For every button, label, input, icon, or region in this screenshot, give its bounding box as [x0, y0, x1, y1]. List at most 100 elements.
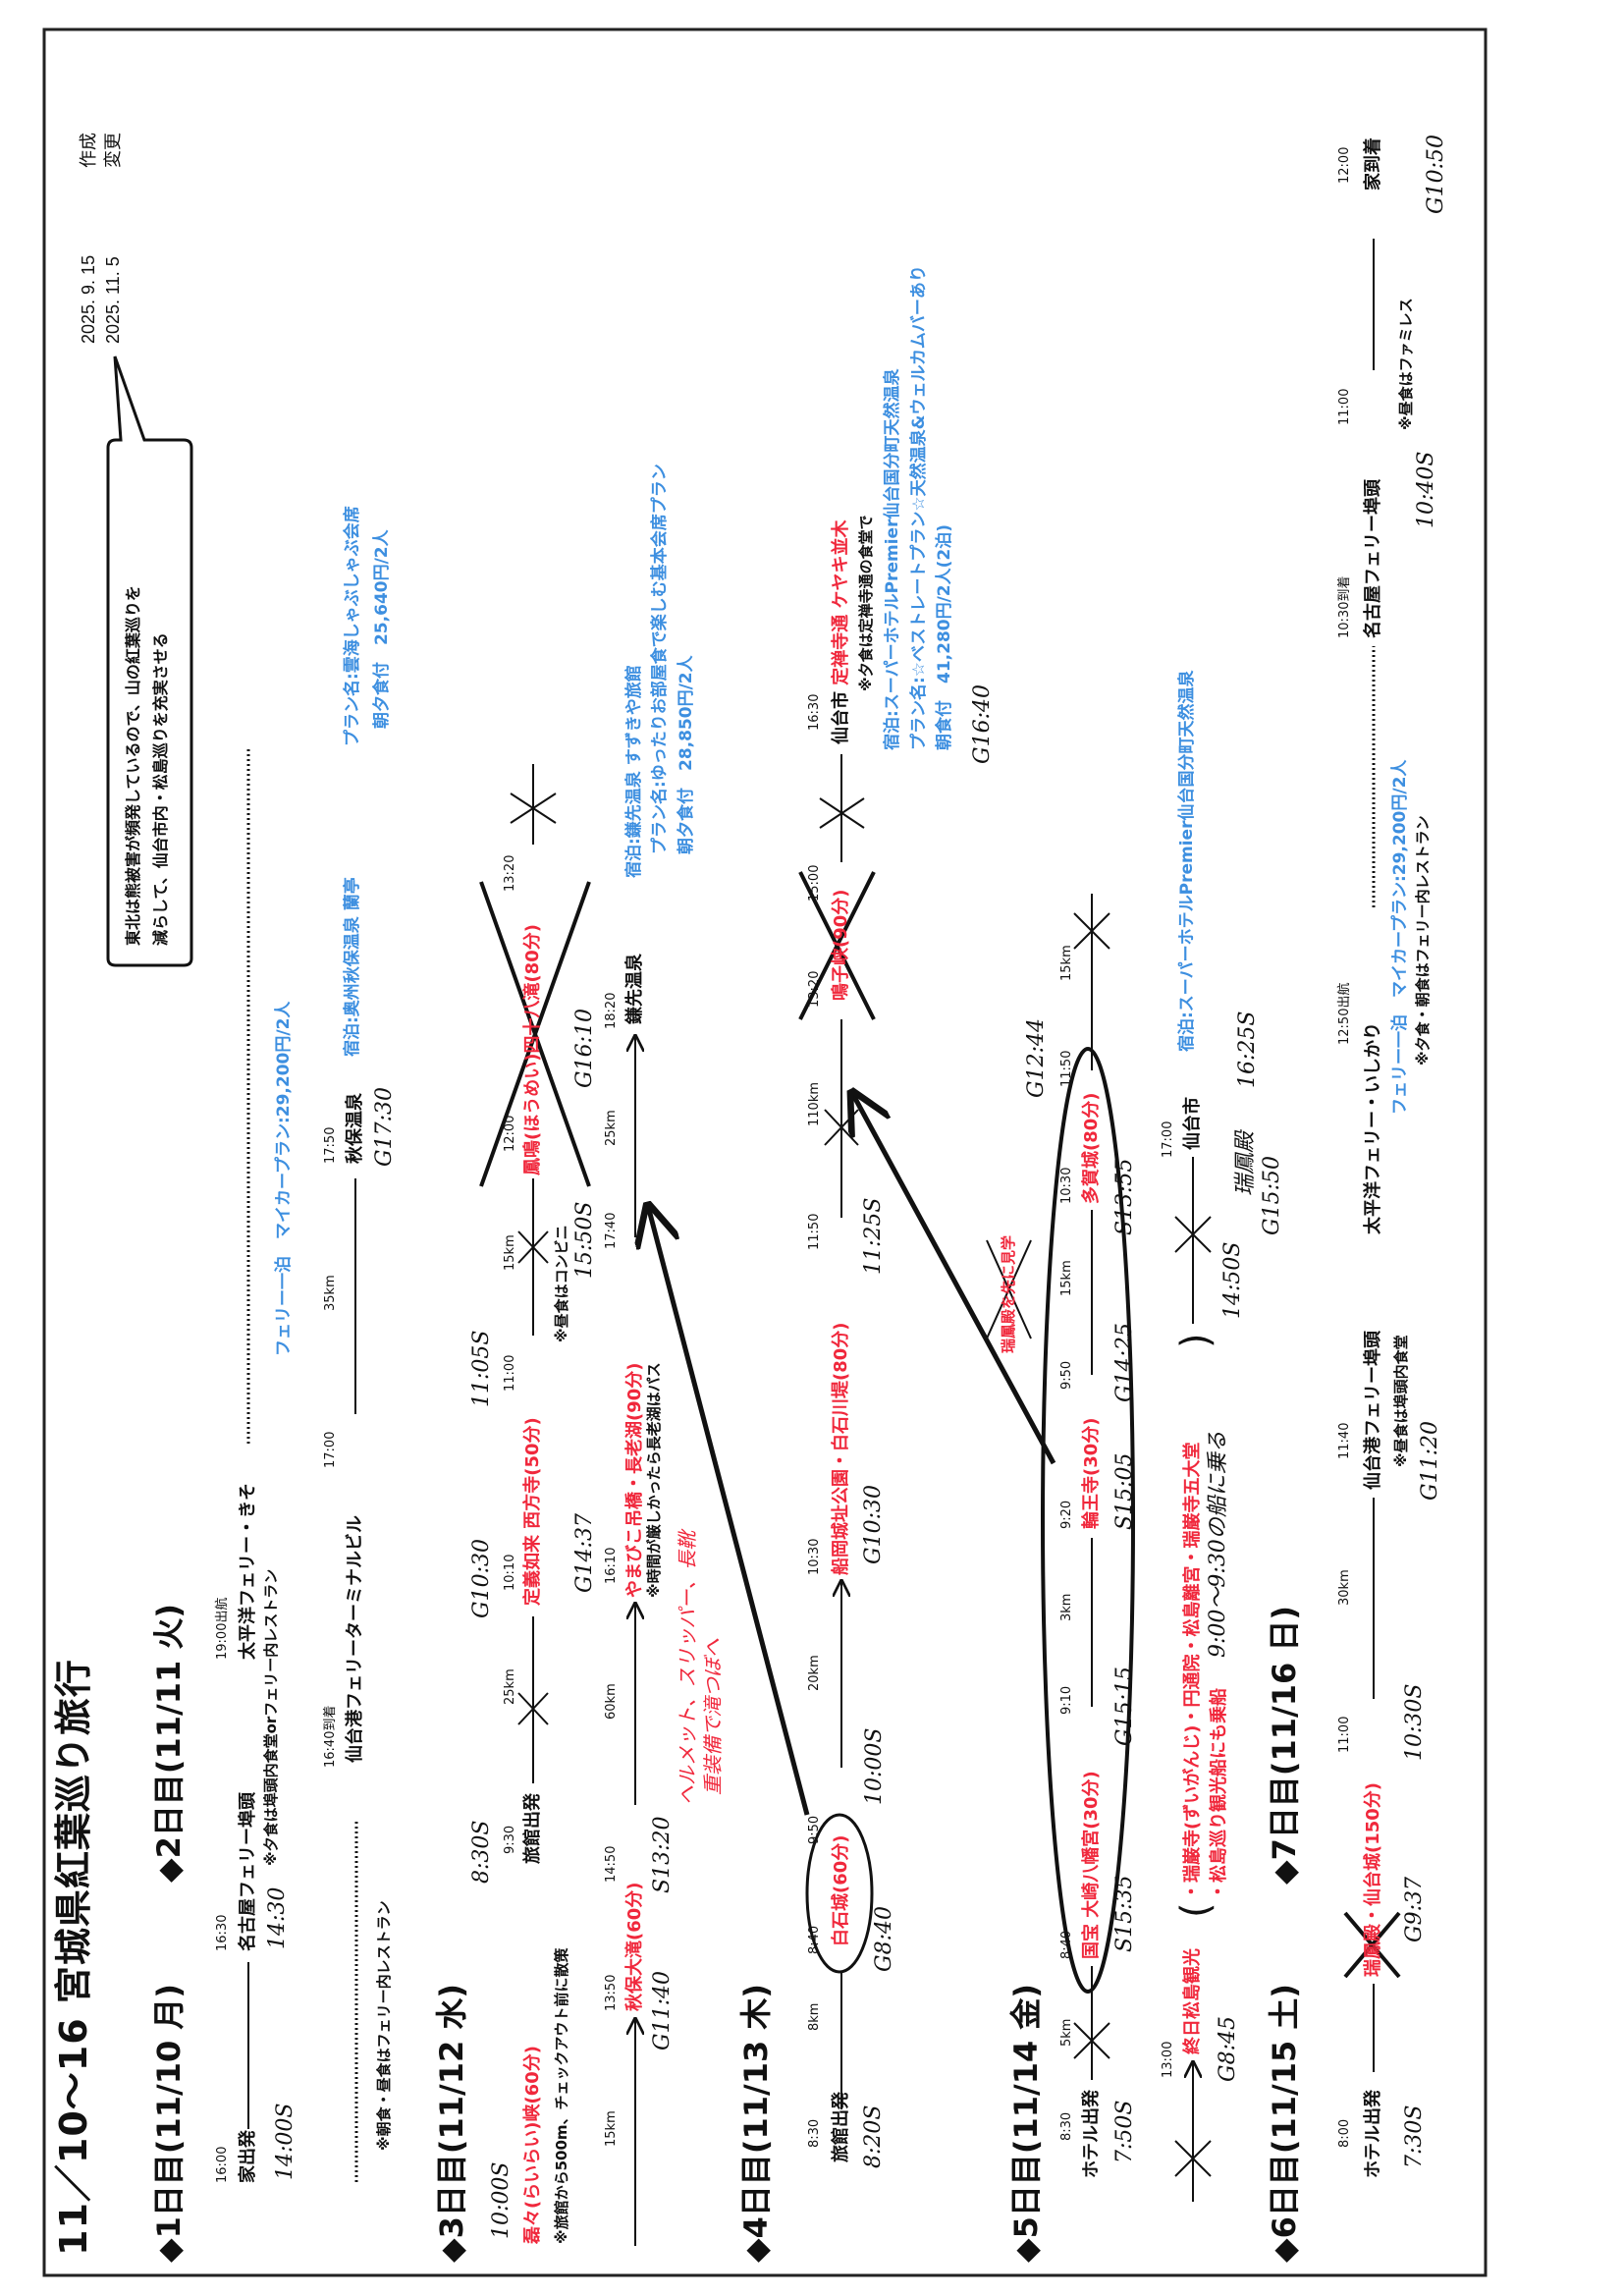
handwritten-time: G14:37: [572, 1513, 597, 1593]
callout-box: [106, 355, 193, 967]
long-arrow: [648, 1206, 810, 1816]
handwritten-time: G11:20: [1418, 1421, 1442, 1501]
lodging: 宿泊:鎌先温泉 すずきや旅館: [624, 665, 644, 878]
note: ※昼食はファミレス: [1397, 298, 1415, 430]
handwritten-time: G16:10: [572, 1009, 597, 1088]
day2-heading: ◆2日目(11/11 火): [150, 1603, 188, 1883]
asterisk-mark: [510, 793, 557, 824]
handwritten-time: 10:00S: [489, 2161, 514, 2239]
distance: 25km: [503, 1668, 517, 1705]
strike-cross: [1343, 1911, 1401, 1979]
time: 13:50: [604, 1974, 619, 2011]
handwritten-time: S15:35: [1112, 1875, 1137, 1952]
place: ホテル出発: [1363, 2090, 1383, 2178]
asterisk-mark: [819, 797, 865, 829]
handwritten-time: 8:20S: [861, 2105, 886, 2168]
time: 15:00: [807, 864, 822, 902]
handwritten-time: 10:30S: [1402, 1683, 1427, 1761]
note: ※夕食・朝食はフェリー内レストラン: [1414, 815, 1432, 1066]
distance: 20km: [807, 1655, 822, 1691]
time: 18:20: [604, 992, 619, 1029]
time: 16:10: [604, 1547, 619, 1584]
handwritten-time: G10:30: [861, 1485, 886, 1564]
place: 家到着: [1363, 137, 1383, 191]
strike-cross: [986, 1239, 1032, 1339]
distance: 15km: [604, 2110, 619, 2147]
time: 17:00: [1161, 1121, 1175, 1158]
distance: 15km: [1059, 1260, 1074, 1296]
time: 11:50: [1059, 1050, 1074, 1087]
note: ※時間が厳しかったら長老湖はパス: [645, 1362, 663, 1598]
paren-open: (: [1173, 1902, 1218, 1918]
handwritten-time: G12:44: [1024, 1018, 1049, 1098]
time: 10:30到着: [1337, 575, 1352, 638]
strike-cross: [798, 871, 876, 1020]
handwritten-time: 14:50S: [1220, 1241, 1245, 1319]
handwritten-time: 7:50S: [1112, 2100, 1137, 2163]
time: 10:30: [807, 1538, 822, 1575]
time: 10:10: [503, 1554, 517, 1591]
time: 16:30: [215, 1914, 230, 1951]
handwritten-time: 7:30S: [1402, 2105, 1427, 2168]
spot-cancelled: 鳳鳴(ほうめい)四十八滝(80分): [522, 924, 543, 1175]
place: ホテル出発: [1081, 2090, 1102, 2178]
handwritten-time: G8:40: [872, 1906, 896, 1972]
place: 鎌先温泉: [624, 954, 645, 1024]
handwritten-time: G11:40: [650, 1971, 675, 2050]
time: 13:20: [807, 970, 822, 1008]
struck-note: 瑞鳳殿を先に見学: [1000, 1234, 1017, 1353]
day5-heading: ◆5日目(11/14 金): [1007, 1983, 1045, 2263]
spot: 終日松島観光: [1182, 1948, 1203, 2054]
spot: 定義如来 西方寺(50分): [522, 1417, 543, 1606]
handwritten-time: G10:30: [469, 1539, 494, 1618]
place: 名古屋フェリー埠頭: [238, 1792, 258, 1951]
time: 12:00: [1337, 146, 1352, 184]
place: 仙台港フェリーターミナルビル: [345, 1515, 365, 1763]
place: 旅館出発: [831, 2092, 851, 2162]
time: 12:00: [503, 1115, 517, 1152]
time: 8:30: [807, 2118, 822, 2148]
handwritten-time: G8:45: [1216, 2016, 1240, 2082]
handwritten-note: 重装備で滝つぼへ: [701, 1638, 725, 1795]
place: 仙台市: [1182, 1097, 1203, 1150]
cross-mark: [517, 1692, 549, 1725]
handwritten-time: G16:40: [970, 684, 995, 764]
created-date: 2025. 9. 15: [79, 254, 98, 344]
distance: 35km: [323, 1275, 338, 1311]
note: ※朝食・昼食はフェリー内レストラン: [375, 1900, 393, 2151]
lodging-plan: プラン名:雲海しゃぶしゃぶ会席: [343, 506, 362, 746]
handwritten-time: 14:00S: [273, 2103, 298, 2180]
handwritten-note: 瑞鳳殿: [1233, 1130, 1258, 1196]
lodging-price: 朝夕食付 25,640円/2人: [372, 529, 392, 729]
spot: 多賀城(80分): [1081, 1092, 1102, 1204]
day3-heading: ◆3日目(11/12 水): [433, 1983, 470, 2263]
lodging-plan: プラン名:ゆったりお部屋食で楽しむ基本会席プラン: [650, 464, 670, 854]
spot: 瑞鳳殿・仙台城(150分): [1363, 1781, 1383, 1977]
changed-label: 変更: [103, 133, 123, 168]
handwritten-time: G15:15: [1112, 1667, 1137, 1746]
cross-mark: [1174, 2140, 1212, 2177]
handwritten-time: G17:30: [372, 1087, 397, 1167]
handwritten-time: G15:50: [1260, 1156, 1284, 1235]
spot-name: ・仙台城(150分): [1363, 1781, 1383, 1924]
time: 17:50: [323, 1126, 338, 1164]
time: 10:30: [1059, 1167, 1074, 1204]
note: ※旅館から500m、チェックアウト前に散策: [553, 1947, 570, 2244]
lodging: 宿泊:スーパーホテルPremier仙台国分町天然温泉: [1177, 670, 1197, 1052]
lodging-plan: フェリー一泊 マイカープラン:29,200円/2人: [1390, 759, 1410, 1115]
time: 9:50: [1059, 1360, 1074, 1390]
note: ※夕食は埠頭内食堂orフェリー内レストラン: [262, 1568, 280, 1866]
city: 仙台市: [831, 691, 851, 744]
spot: 白石城(60分): [831, 1834, 851, 1946]
time: 9:30: [503, 1825, 517, 1854]
spot: 磊々(らいらい)峡(60分): [522, 2046, 543, 2244]
lodging: 宿泊:スーパーホテルPremier仙台国分町天然温泉: [883, 368, 902, 750]
changed-date: 2025. 11. 5: [103, 256, 123, 344]
time: 8:40: [1059, 1930, 1074, 1959]
spot: 秋保大滝(60分): [624, 1882, 645, 2011]
distance: 110km: [807, 1081, 822, 1126]
time: 8:40: [807, 1925, 822, 1954]
time: 16:00: [215, 2146, 230, 2183]
handwritten-time: S13:20: [650, 1816, 675, 1893]
